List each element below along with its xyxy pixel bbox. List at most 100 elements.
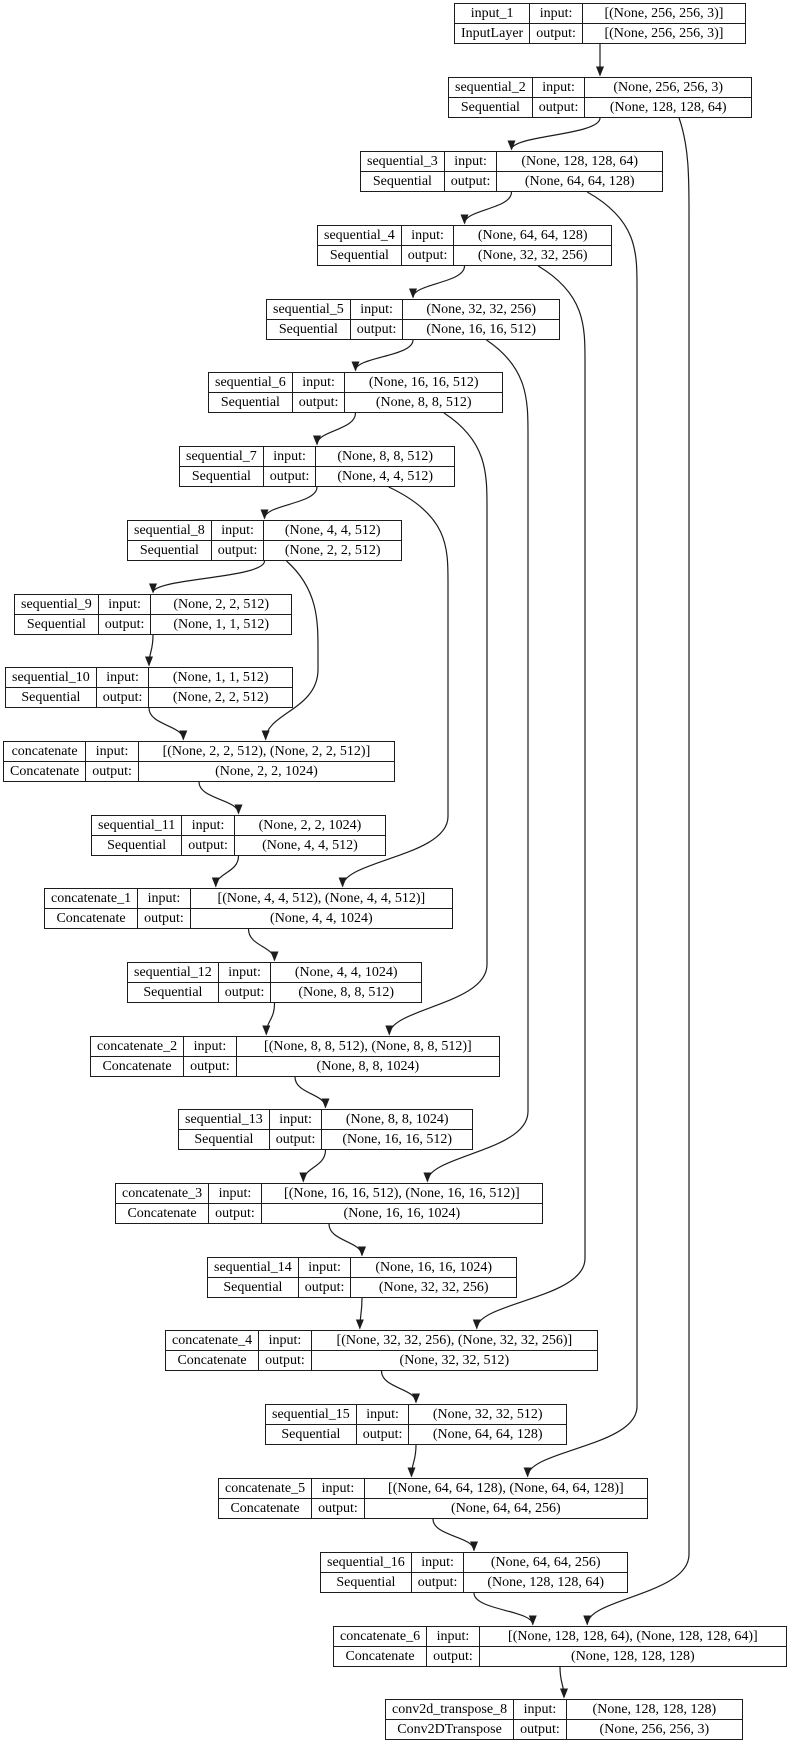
input-label: input: bbox=[400, 225, 455, 246]
input-label: input: bbox=[291, 372, 346, 393]
edge-concatenate_5-to-sequential_16 bbox=[432, 1518, 478, 1552]
layer-name: sequential_3 bbox=[360, 151, 445, 172]
output-shape: [(None, 256, 256, 3)] bbox=[581, 23, 747, 44]
layer-name: concatenate_2 bbox=[89, 1036, 185, 1057]
input-shape: [(None, 16, 16, 512), (None, 16, 16, 512… bbox=[260, 1183, 544, 1204]
output-shape: (None, 8, 8, 512) bbox=[344, 392, 503, 413]
input-shape: [(None, 128, 128, 64), (None, 128, 128, … bbox=[478, 1626, 788, 1647]
input-label: input: bbox=[355, 1404, 410, 1425]
layer-node-sequential_11: sequential_11 input: (None, 2, 2, 1024) … bbox=[90, 815, 387, 856]
input-label: input: bbox=[410, 1552, 465, 1573]
output-label: output: bbox=[97, 614, 152, 635]
output-label: output: bbox=[137, 908, 191, 929]
output-shape: (None, 16, 16, 512) bbox=[402, 319, 560, 340]
layer-class: Sequential bbox=[14, 614, 99, 635]
layer-name: sequential_16 bbox=[320, 1552, 412, 1573]
layer-node-concatenate_2: concatenate_2 input: [(None, 8, 8, 512),… bbox=[89, 1036, 501, 1077]
layer-class: Sequential bbox=[266, 319, 351, 340]
layer-class: Sequential bbox=[320, 1572, 412, 1593]
layer-class: Conv2DTranspose bbox=[384, 1719, 515, 1740]
output-shape: (None, 16, 16, 1024) bbox=[260, 1203, 544, 1224]
edge-concatenate_2-to-sequential_13 bbox=[294, 1076, 330, 1109]
edge-sequential_14-to-concatenate_4 bbox=[355, 1297, 364, 1330]
edge-concatenate_3-to-sequential_14 bbox=[328, 1223, 366, 1257]
layer-class: Concatenate bbox=[332, 1646, 428, 1667]
output-shape: (None, 2, 2, 512) bbox=[263, 540, 402, 561]
layer-class: Sequential bbox=[127, 540, 212, 561]
output-label: output: bbox=[291, 392, 346, 413]
layer-class: Sequential bbox=[178, 1129, 270, 1150]
layer-node-sequential_4: sequential_4 input: (None, 64, 64, 128) … bbox=[317, 225, 612, 266]
output-shape: (None, 4, 4, 1024) bbox=[189, 908, 454, 929]
output-shape: (None, 64, 64, 128) bbox=[408, 1424, 567, 1445]
edge-concatenate_4-to-sequential_15 bbox=[380, 1370, 420, 1404]
output-label: output: bbox=[85, 761, 139, 782]
input-shape: (None, 4, 4, 1024) bbox=[270, 962, 422, 983]
edges bbox=[145, 43, 690, 1699]
layer-node-input_1: input_1 input: [(None, 256, 256, 3)] Inp… bbox=[453, 3, 747, 44]
input-label: input: bbox=[529, 3, 583, 24]
output-label: output: bbox=[268, 1129, 323, 1150]
input-label: input: bbox=[181, 815, 235, 836]
input-shape: (None, 64, 64, 128) bbox=[453, 225, 612, 246]
layer-class: Concatenate bbox=[2, 761, 87, 782]
layer-node-sequential_6: sequential_6 input: (None, 16, 16, 512) … bbox=[208, 372, 503, 413]
output-label: output: bbox=[443, 171, 498, 192]
input-label: input: bbox=[297, 1257, 352, 1278]
output-label: output: bbox=[297, 1277, 352, 1298]
layer-node-sequential_15: sequential_15 input: (None, 32, 32, 512)… bbox=[265, 1404, 567, 1445]
output-shape: (None, 32, 32, 512) bbox=[310, 1350, 599, 1371]
input-label: input: bbox=[137, 888, 191, 909]
input-label: input: bbox=[426, 1626, 480, 1647]
layer-class: Concatenate bbox=[164, 1350, 260, 1371]
edge-sequential_8-to-sequential_9 bbox=[149, 560, 266, 594]
layer-class: Concatenate bbox=[114, 1203, 210, 1224]
layer-node-sequential_16: sequential_16 input: (None, 64, 64, 256)… bbox=[320, 1552, 628, 1593]
layer-name: sequential_8 bbox=[127, 520, 212, 541]
input-shape: (None, 8, 8, 1024) bbox=[321, 1109, 473, 1130]
layer-name: sequential_15 bbox=[265, 1404, 357, 1425]
layer-class: Sequential bbox=[265, 1424, 357, 1445]
output-shape: (None, 64, 64, 128) bbox=[496, 171, 663, 192]
layer-class: Sequential bbox=[179, 466, 264, 487]
input-shape: (None, 2, 2, 512) bbox=[150, 594, 292, 615]
layer-class: Sequential bbox=[360, 171, 445, 192]
edge-sequential_2-to-concatenate_6 bbox=[583, 117, 690, 1626]
edge-sequential_6-to-concatenate_2 bbox=[385, 412, 488, 1036]
layer-node-sequential_14: sequential_14 input: (None, 16, 16, 1024… bbox=[207, 1257, 517, 1298]
edge-sequential_7-to-concatenate_1 bbox=[338, 486, 449, 888]
output-label: output: bbox=[355, 1424, 410, 1445]
output-shape: (None, 4, 4, 512) bbox=[315, 466, 455, 487]
edge-sequential_4-to-concatenate_4 bbox=[472, 265, 586, 1330]
layer-class: Sequential bbox=[448, 97, 533, 118]
layer-name: concatenate_3 bbox=[114, 1183, 210, 1204]
output-shape: (None, 128, 128, 128) bbox=[478, 1646, 788, 1667]
output-label: output: bbox=[210, 540, 265, 561]
edge-sequential_7-to-sequential_8 bbox=[260, 486, 318, 520]
layer-node-sequential_3: sequential_3 input: (None, 128, 128, 64)… bbox=[360, 151, 663, 192]
input-shape: (None, 16, 16, 1024) bbox=[350, 1257, 517, 1278]
output-shape: (None, 4, 4, 512) bbox=[233, 835, 387, 856]
input-label: input: bbox=[443, 151, 498, 172]
edge-concatenate-to-sequential_11 bbox=[198, 781, 243, 815]
edge-sequential_6-to-sequential_7 bbox=[313, 412, 357, 446]
layer-node-sequential_7: sequential_7 input: (None, 8, 8, 512) Se… bbox=[179, 446, 455, 487]
layer-name: sequential_13 bbox=[178, 1109, 270, 1130]
input-shape: (None, 16, 16, 512) bbox=[344, 372, 503, 393]
input-shape: [(None, 8, 8, 512), (None, 8, 8, 512)] bbox=[235, 1036, 501, 1057]
layer-class: InputLayer bbox=[453, 23, 531, 44]
layer-node-sequential_8: sequential_8 input: (None, 4, 4, 512) Se… bbox=[127, 520, 402, 561]
edge-sequential_4-to-sequential_5 bbox=[409, 265, 466, 299]
input-shape: (None, 64, 64, 256) bbox=[463, 1552, 628, 1573]
output-shape: (None, 8, 8, 1024) bbox=[235, 1056, 501, 1077]
edge-sequential_3-to-sequential_4 bbox=[460, 191, 513, 225]
input-label: input: bbox=[183, 1036, 237, 1057]
input-shape: (None, 128, 128, 128) bbox=[565, 1699, 744, 1720]
edge-sequential_10-to-concatenate bbox=[148, 707, 188, 741]
output-label: output: bbox=[349, 319, 404, 340]
output-shape: (None, 256, 256, 3) bbox=[565, 1719, 744, 1740]
input-shape: [(None, 2, 2, 512), (None, 2, 2, 512)] bbox=[137, 741, 396, 762]
layer-name: sequential_12 bbox=[127, 962, 219, 983]
output-label: output: bbox=[426, 1646, 480, 1667]
